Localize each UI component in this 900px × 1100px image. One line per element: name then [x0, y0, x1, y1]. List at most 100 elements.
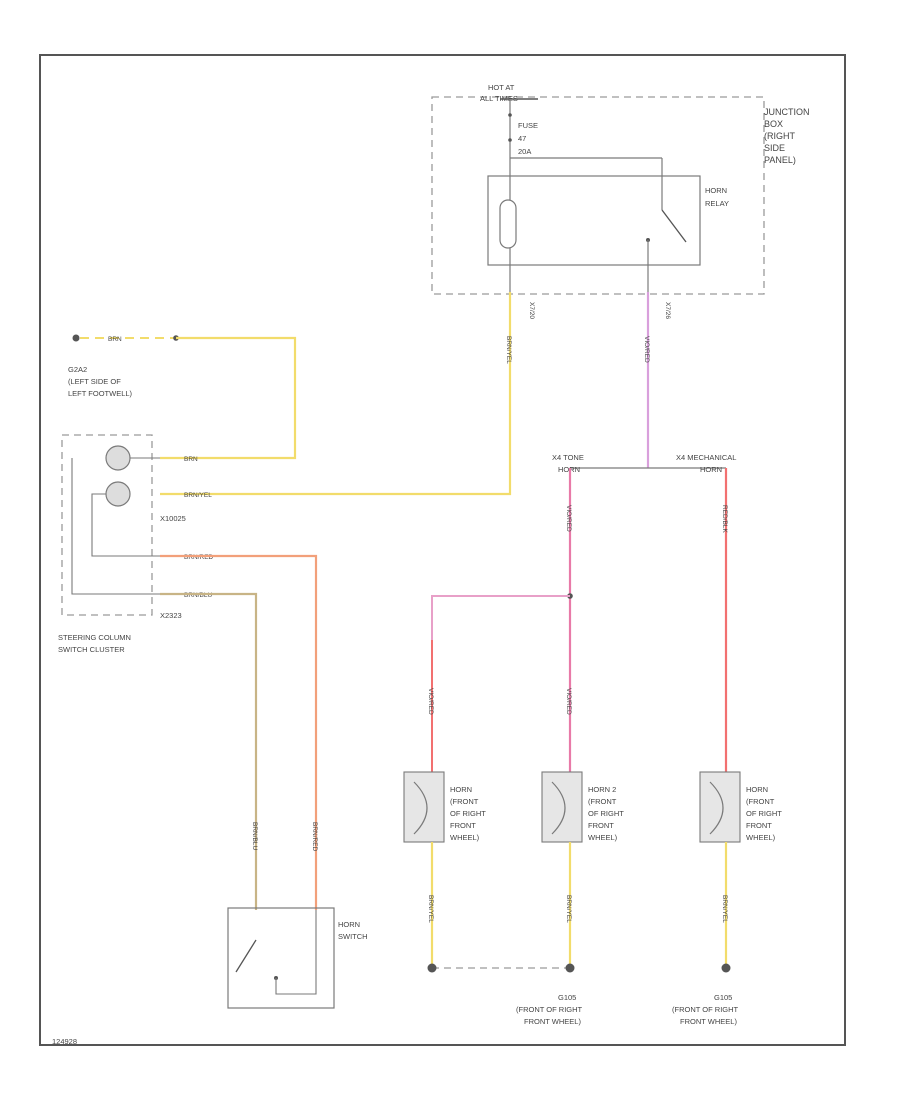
wire-label-horn-mid-bot: BRN/YEL — [565, 895, 572, 923]
figure-id: 124928 — [52, 1037, 77, 1046]
horn-3-body — [699, 771, 741, 843]
wire-label-vio-vertical: VIO/RED — [643, 336, 650, 363]
wire-label-horn-left-bot: BRN/YEL — [427, 895, 434, 923]
horn-1-label-5: WHEEL) — [450, 833, 480, 842]
conn-x7-26: X7/26 — [664, 302, 671, 319]
horn-relay-label-1: HORN — [705, 186, 727, 195]
ground-name-2: (LEFT SIDE OF — [68, 377, 121, 386]
horn-2-body — [541, 771, 583, 843]
fuse-terminal-bottom — [508, 138, 512, 142]
fuse-terminal-top — [508, 113, 512, 117]
cluster-wire-4: BRN/BLU — [184, 592, 212, 599]
junction-box: JUNCTION BOX (RIGHT SIDE PANEL) HOT AT A… — [431, 83, 810, 319]
wire-label-brn-yel-vertical: BRN/YEL — [505, 336, 512, 364]
diagram-frame — [39, 54, 846, 1046]
splice-right-1: X4 MECHANICAL — [676, 453, 736, 462]
horn-2-label-2: (FRONT — [588, 797, 617, 806]
ground-point-horn-1 — [427, 963, 437, 973]
horn-relay-label-2: RELAY — [705, 199, 729, 208]
cluster-name-2: SWITCH CLUSTER — [58, 645, 125, 654]
horn-1-label-2: (FRONT — [450, 797, 479, 806]
wire-label-horn-mid-top: VIO/RED — [565, 688, 572, 715]
wire-brn-yel — [160, 292, 512, 496]
ground-name-3: LEFT FOOTWELL) — [68, 389, 133, 398]
conn-x7-20: X7/20 — [528, 302, 535, 319]
horn-2-label-3: OF RIGHT — [588, 809, 624, 818]
wire-label-switch-right: BRN/RED — [311, 822, 318, 852]
wire-brn-blu — [160, 592, 258, 910]
horn-3-label-1: HORN — [746, 785, 768, 794]
ground-name-1: G2A2 — [68, 365, 87, 374]
horn-3: HORN (FRONT OF RIGHT FRONT WHEEL) — [699, 771, 782, 843]
cluster-internal-3 — [71, 458, 160, 595]
ground-wire-label: BRN — [108, 336, 122, 343]
ground-point-horn-3 — [721, 963, 731, 973]
ground-g105-1-label-3: FRONT WHEEL) — [524, 1017, 581, 1026]
hot-label-2: ALL TIMES — [480, 94, 518, 103]
wire-label-red-vertical: RED/BLK — [721, 505, 728, 533]
horn-switch-label-1: HORN — [338, 920, 360, 929]
cluster-wire-2: BRN/YEL — [184, 492, 212, 499]
horn-3-label-3: OF RIGHT — [746, 809, 782, 818]
cluster-internal-2 — [91, 493, 160, 557]
junction-box-name-5: PANEL) — [764, 155, 796, 165]
fuse-label-1: FUSE — [518, 121, 538, 130]
cluster-outline — [61, 434, 153, 616]
horn-1-label-3: OF RIGHT — [450, 809, 486, 818]
horn-1-body — [403, 771, 445, 843]
horn-switch-box — [227, 907, 335, 1009]
ground-g105-2-label-1: G105 — [714, 993, 732, 1002]
horn-3-bell — [709, 781, 724, 835]
ground-g2a2: BRN G2A2 (LEFT SIDE OF LEFT FOOTWELL) — [68, 334, 179, 398]
junction-box-name-4: SIDE — [764, 143, 785, 153]
wire-label-horn-right-bot: BRN/YEL — [721, 895, 728, 923]
junction-box-name-1: JUNCTION — [764, 107, 810, 117]
horn-relay — [487, 175, 701, 266]
splice-right-2: HORN — [700, 465, 722, 474]
horn-2-label-1: HORN 2 — [588, 785, 616, 794]
ground-g105-2-label-3: FRONT WHEEL) — [680, 1017, 737, 1026]
ground-point-horn-2 — [565, 963, 575, 973]
wire-brn-ground — [160, 336, 297, 460]
steering-column-switch-cluster: BRN BRN/YEL BRN/RED BRN/BLU X10025 X2323… — [58, 434, 214, 654]
wire-vio-red-left-branch — [431, 595, 570, 775]
cluster-conn-1: X10025 — [160, 514, 186, 523]
cluster-name-1: STEERING COLUMN — [58, 633, 131, 642]
ground-g105-1-label-2: (FRONT OF RIGHT — [516, 1005, 583, 1014]
horn-2-label-4: FRONT — [588, 821, 614, 830]
relay-switch-arm — [661, 209, 687, 243]
ground-g105-1-label-1: G105 — [558, 993, 576, 1002]
horn-3-label-5: WHEEL) — [746, 833, 776, 842]
horn-1-bell — [413, 781, 428, 835]
horn-3-label-2: (FRONT — [746, 797, 775, 806]
horn-1: HORN (FRONT OF RIGHT FRONT WHEEL) — [403, 771, 486, 843]
wire-label-switch-left: BRN/BLU — [251, 822, 258, 850]
horn-switch: HORN SWITCH — [227, 907, 368, 1009]
horn-switch-internal — [275, 910, 317, 995]
horn-2-bell — [551, 781, 566, 835]
horn-2: HORN 2 (FRONT OF RIGHT FRONT WHEEL) — [541, 771, 624, 843]
horn-switch-arm — [235, 939, 257, 973]
horn-switch-label-2: SWITCH — [338, 932, 368, 941]
wire-brn-red — [160, 554, 318, 910]
splice-left-1: X4 TONE — [552, 453, 584, 462]
horn-1-label-4: FRONT — [450, 821, 476, 830]
horn-3-label-4: FRONT — [746, 821, 772, 830]
hot-label-1: HOT AT — [488, 83, 515, 92]
junction-box-name-3: (RIGHT — [764, 131, 795, 141]
cluster-contact-2 — [105, 481, 131, 507]
cluster-contact-1 — [105, 445, 131, 471]
junction-box-name-2: BOX — [764, 119, 783, 129]
fuse-label-3: 20A — [518, 147, 531, 156]
cluster-wire-1: BRN — [184, 456, 198, 463]
ground-g105-2-label-2: (FRONT OF RIGHT — [672, 1005, 739, 1014]
wire-label-horn-left-top: VIO/RED — [427, 688, 434, 715]
horn-1-label-1: HORN — [450, 785, 472, 794]
horn-2-label-5: WHEEL) — [588, 833, 618, 842]
fuse-label-2: 47 — [518, 134, 526, 143]
cluster-wire-3: BRN/RED — [184, 554, 214, 561]
ground-point-left — [72, 334, 80, 342]
relay-coil — [499, 199, 517, 249]
wire-label-pink-vertical: VIO/RED — [565, 505, 572, 532]
